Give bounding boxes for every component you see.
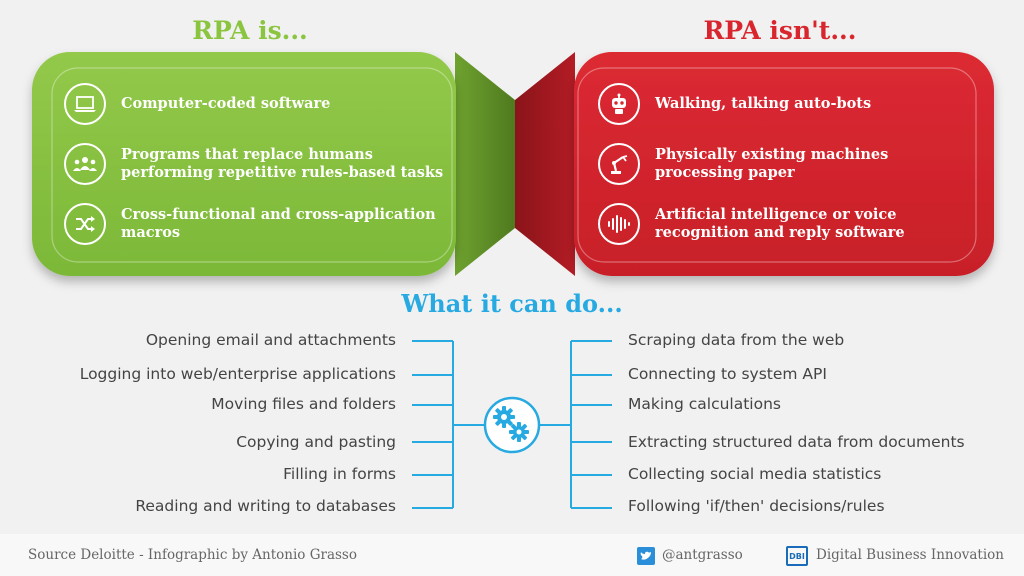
left-bracket [412,340,484,509]
is-item-text: Computer-coded software [121,95,331,112]
isnt-item-text: Artificial intelligence or voice recogni… [655,206,905,241]
green-panel [32,52,456,276]
red-fold [515,52,575,276]
isnt-item: Artificial intelligence or voice recogni… [598,203,905,245]
green-fold [455,52,515,276]
rpa-isnt-heading: RPA isn't... [703,16,857,45]
is-item-text: Programs that replace humans performing … [121,146,444,181]
left-task: Opening email and attachments [145,331,396,349]
isnt-item-text: Physically existing machines processing … [655,146,889,181]
left-task: Reading and writing to databases [135,497,396,515]
isnt-item-text: Walking, talking auto-bots [655,95,872,112]
robot-icon [598,83,640,125]
right-task: Connecting to system API [628,365,827,383]
footer [0,534,1024,576]
right-task: Scraping data from the web [628,331,845,349]
left-task: Filling in forms [283,465,396,483]
is-item-text: Cross-functional and cross-application m… [121,206,436,241]
robotic-arm-icon [598,143,640,185]
twitter-icon[interactable] [637,547,655,565]
right-bracket [540,340,612,509]
laptop-icon [64,83,106,125]
is-item: Computer-coded software [64,83,330,125]
is-item: Cross-functional and cross-application m… [64,203,436,245]
red-panel [574,52,994,276]
right-task: Extracting structured data from document… [628,433,965,451]
right-task: Making calculations [628,395,781,413]
source-credit: Source Deloitte - Infographic by Antonio… [28,547,357,563]
left-task: Moving files and folders [211,395,396,413]
what-it-can-do-heading: What it can do... [401,289,623,318]
right-task: Following 'if/then' decisions/rules [628,497,885,515]
right-task: Collecting social media statistics [628,465,882,483]
people-group-icon [64,143,106,185]
gears-icon [483,396,541,454]
rpa-is-heading: RPA is... [192,16,308,45]
brand-name: Digital Business Innovation [816,547,1004,563]
isnt-item: Physically existing machines processing … [598,143,888,185]
is-item: Programs that replace humans performing … [64,143,443,185]
left-task: Logging into web/enterprise applications [79,365,396,383]
left-task: Copying and pasting [236,433,396,451]
isnt-item: Walking, talking auto-bots [598,83,871,125]
dbi-logo-icon: DBI [786,546,808,566]
sound-wave-icon [598,203,640,245]
shuffle-icon [64,203,106,245]
twitter-handle[interactable]: @antgrasso [662,547,743,563]
